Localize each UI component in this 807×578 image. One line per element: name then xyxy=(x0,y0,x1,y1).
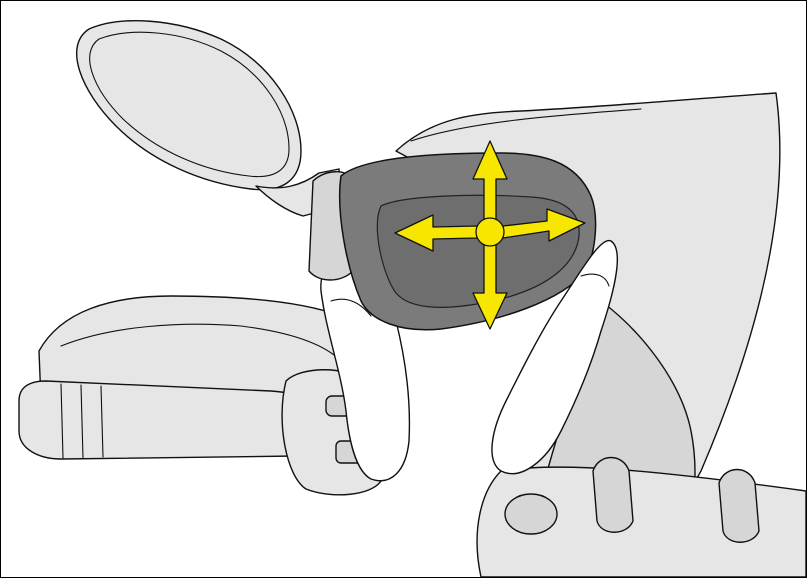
clamp-right xyxy=(719,470,759,543)
arrow-center xyxy=(476,218,504,246)
bolt-cap xyxy=(505,494,557,534)
clamp-left xyxy=(593,458,633,533)
